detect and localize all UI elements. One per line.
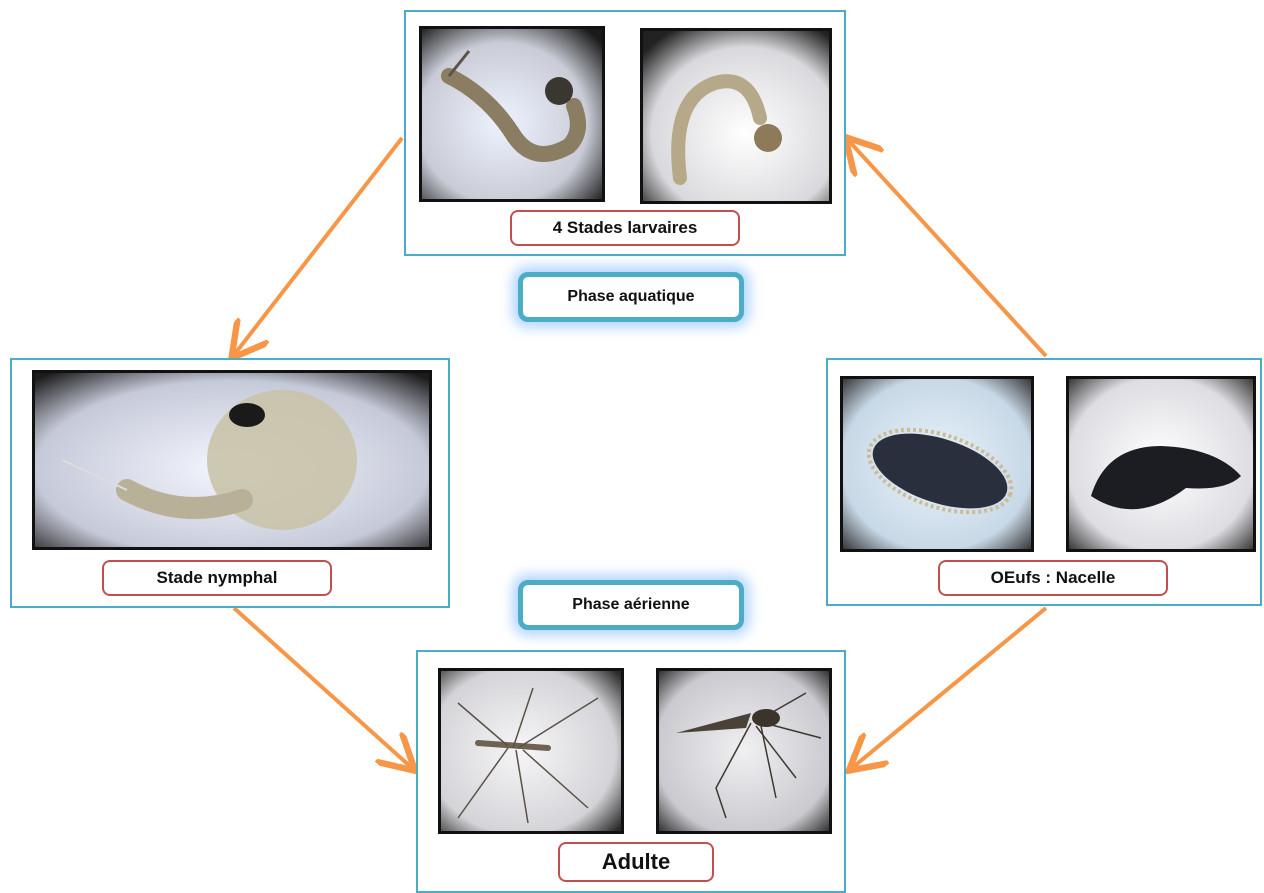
larva-photo-2: [640, 28, 832, 204]
eggs-photo-1: [840, 376, 1034, 552]
arrow-eggs-to-larva: [848, 140, 1046, 356]
pupal-stage-label: Stade nymphal: [102, 560, 332, 596]
arrow-larva-to-pupa: [234, 138, 402, 355]
larva-photo-1: [419, 26, 605, 202]
adult-stage-panel: Adulte: [416, 650, 846, 893]
aquatic-phase-label: Phase aquatique: [518, 272, 744, 322]
eggs-stage-label: OEufs : Nacelle: [938, 560, 1168, 596]
aerial-phase-label: Phase aérienne: [518, 580, 744, 630]
pupa-photo: [32, 370, 432, 550]
adult-mosquito-photo-2: [656, 668, 832, 834]
eggs-photo-2: [1066, 376, 1256, 552]
adult-stage-label: Adulte: [558, 842, 714, 882]
eggs-stage-panel: OEufs : Nacelle: [826, 358, 1262, 606]
larval-stage-panel: 4 Stades larvaires: [404, 10, 846, 256]
adult-mosquito-photo-1: [438, 668, 624, 834]
pupal-stage-panel: Stade nymphal: [10, 358, 450, 608]
larval-stage-label: 4 Stades larvaires: [510, 210, 740, 246]
arrow-eggs-to-adult: [852, 608, 1046, 768]
arrow-pupa-to-adult: [234, 608, 412, 768]
